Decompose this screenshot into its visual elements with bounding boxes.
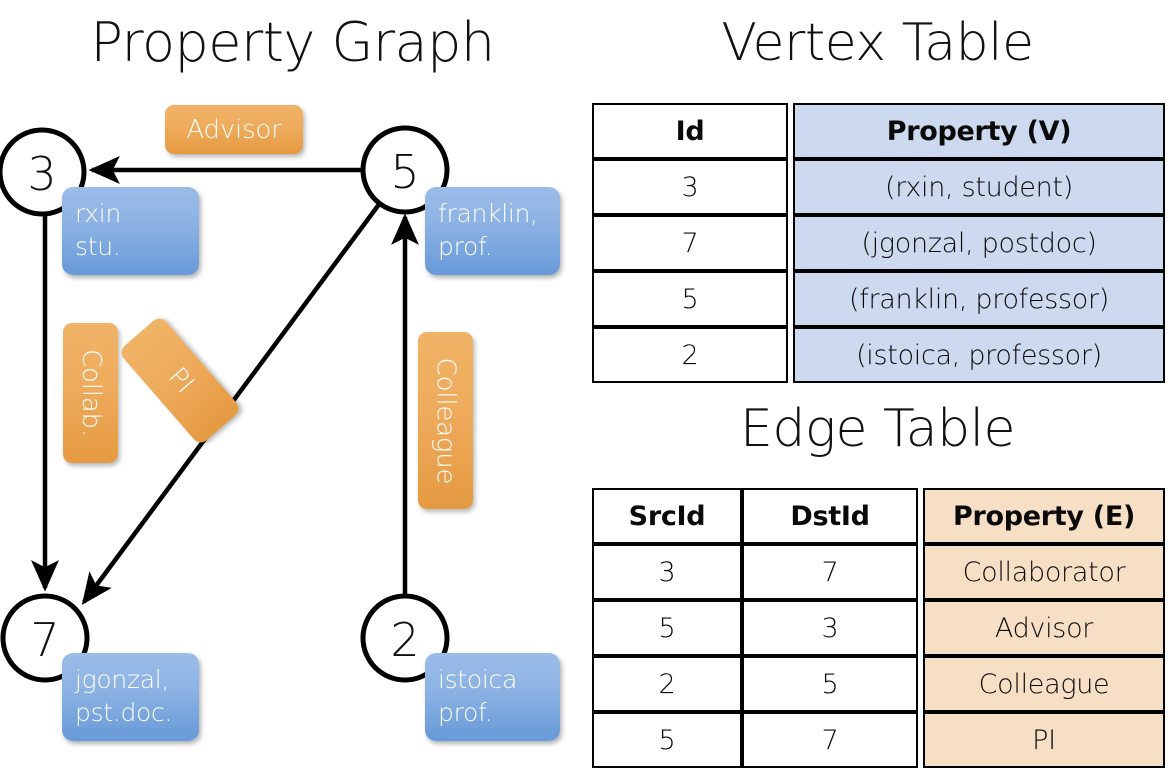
edge-row-0-src: 3 xyxy=(592,544,742,600)
edge-row-3-property: PI xyxy=(923,712,1165,768)
edge-row-1-property: Advisor xyxy=(923,600,1165,656)
edge-label-collab: Collab. xyxy=(63,323,118,463)
table-row: 7 (jgonzal, postdoc) xyxy=(592,215,1165,271)
edge-table: SrcId DstId Property (E) 3 7 Collaborato… xyxy=(592,488,1165,768)
node-property-2-line2: prof. xyxy=(438,698,493,727)
node-property-7-line1: jgonzal, xyxy=(75,665,170,694)
edge-row-1-dst: 3 xyxy=(742,600,918,656)
edge-row-0-dst: 7 xyxy=(742,544,918,600)
edge-table-header-srcid: SrcId xyxy=(592,488,742,544)
vertex-table: Id Property (V) 3 (rxin, student) 7 (jgo… xyxy=(592,103,1165,383)
vertex-row-0-id: 3 xyxy=(592,159,788,215)
table-row: 5 (franklin, professor) xyxy=(592,271,1165,327)
edge-label-colleague-text: Colleague xyxy=(430,357,461,484)
edge-row-2-src: 2 xyxy=(592,656,742,712)
edge-label-advisor: Advisor xyxy=(165,105,303,154)
edge-label-advisor-text: Advisor xyxy=(186,114,282,145)
node-property-3-line2: stu. xyxy=(75,232,121,261)
node-property-box-7: jgonzal, pst.doc. xyxy=(62,653,199,741)
node-property-7-line2: pst.doc. xyxy=(75,698,173,727)
table-row: 2 5 Colleague xyxy=(592,656,1165,712)
vertex-row-3-property: (istoica, professor) xyxy=(793,327,1165,383)
table-row: 3 7 Collaborator xyxy=(592,544,1165,600)
table-row: 5 7 PI xyxy=(592,712,1165,768)
property-graph-panel: Property Graph 3 5 7 2 xyxy=(0,0,585,760)
graph-node-7-label: 7 xyxy=(30,613,59,667)
vertex-table-header-property: Property (V) xyxy=(793,103,1165,159)
vertex-row-1-id: 7 xyxy=(592,215,788,271)
graph-node-5-label: 5 xyxy=(390,145,419,199)
page-title-vertex-table: Vertex Table xyxy=(721,13,1034,73)
node-property-5-line1: franklin, xyxy=(438,199,538,228)
node-property-2-line1: istoica xyxy=(438,665,517,694)
edge-label-colleague: Colleague xyxy=(418,332,473,509)
table-row: 3 (rxin, student) xyxy=(592,159,1165,215)
node-property-3-line1: rxin xyxy=(75,199,121,228)
vertex-table-header-row: Id Property (V) xyxy=(592,103,1165,159)
vertex-row-2-id: 5 xyxy=(592,271,788,327)
node-property-box-2: istoica prof. xyxy=(425,653,560,741)
vertex-table-header-id: Id xyxy=(592,103,788,159)
edge-row-2-property: Colleague xyxy=(923,656,1165,712)
edge-table-header-row: SrcId DstId Property (E) xyxy=(592,488,1165,544)
edge-table-header-property: Property (E) xyxy=(923,488,1165,544)
graph-node-3-label: 3 xyxy=(27,147,56,201)
edge-label-collab-text: Collab. xyxy=(75,349,106,437)
page-title-property-graph: Property Graph xyxy=(90,11,495,74)
graph-node-2-label: 2 xyxy=(390,613,419,667)
node-property-box-5: franklin, prof. xyxy=(425,187,560,275)
table-row: 5 3 Advisor xyxy=(592,600,1165,656)
vertex-row-1-property: (jgonzal, postdoc) xyxy=(793,215,1165,271)
edge-row-1-src: 5 xyxy=(592,600,742,656)
node-property-5-line2: prof. xyxy=(438,232,493,261)
edge-table-header-dstid: DstId xyxy=(742,488,918,544)
vertex-row-2-property: (franklin, professor) xyxy=(793,271,1165,327)
vertex-row-3-id: 2 xyxy=(592,327,788,383)
edge-label-pi-text: PI xyxy=(161,362,199,400)
vertex-row-0-property: (rxin, student) xyxy=(793,159,1165,215)
node-property-box-3: rxin stu. xyxy=(62,187,199,275)
edge-row-2-dst: 5 xyxy=(742,656,918,712)
table-row: 2 (istoica, professor) xyxy=(592,327,1165,383)
page-title-edge-table: Edge Table xyxy=(739,399,1016,459)
edge-row-0-property: Collaborator xyxy=(923,544,1165,600)
